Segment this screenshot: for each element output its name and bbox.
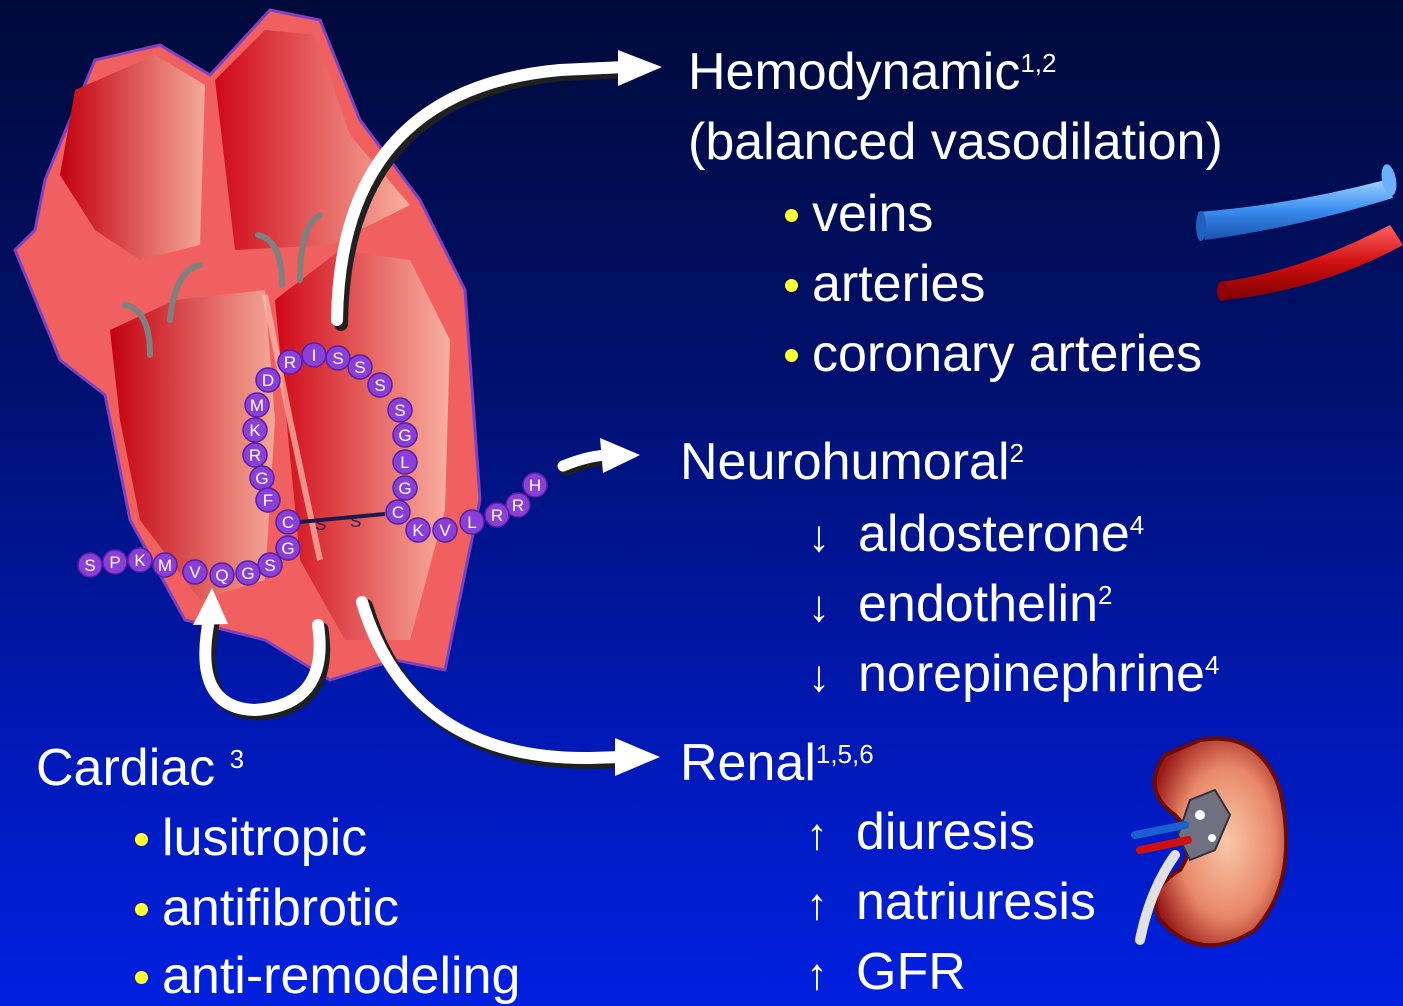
hemodynamic-subtitle: (balanced vasodilation) <box>688 116 1223 168</box>
renal-title: Renal1,5,6 <box>680 737 874 789</box>
residue-label: F <box>263 491 273 510</box>
list-item: anti-remodeling <box>135 950 520 1002</box>
residue-label: H <box>529 476 541 495</box>
kidney-illustration <box>1135 739 1286 946</box>
up-arrow-icon: ↑ <box>806 953 828 997</box>
bullet-icon <box>135 833 148 846</box>
residue-label: L <box>400 453 409 472</box>
residue-label: S <box>264 556 275 575</box>
list-item: ↑GFR <box>806 946 966 998</box>
down-arrow-icon: ↓ <box>808 655 830 699</box>
bullet-icon <box>135 971 148 984</box>
residue-label: C <box>392 503 404 522</box>
residue-label: S <box>354 358 365 377</box>
cardiac-title-text: Cardiac <box>36 739 230 797</box>
residue-label: R <box>512 496 524 515</box>
renal-title-text: Renal <box>680 734 816 792</box>
residue-label: V <box>189 563 201 582</box>
residue-label: S <box>84 556 95 575</box>
cardiac-title: Cardiac 3 <box>36 742 244 794</box>
bullet-icon <box>785 209 798 222</box>
cardiac-ref: 3 <box>230 744 244 774</box>
list-item: ↑diuresis <box>806 806 1035 858</box>
residue-label: M <box>250 396 264 415</box>
residue-label: P <box>109 553 120 572</box>
residue-label: K <box>412 521 424 540</box>
residue-label: V <box>439 521 451 540</box>
residue-label: L <box>467 513 476 532</box>
residue-label: G <box>398 479 411 498</box>
renal-ref: 1,5,6 <box>816 739 874 769</box>
list-item: ↓endothelin2 <box>808 578 1112 630</box>
residue-label: D <box>262 371 274 390</box>
residue-label: R <box>249 446 261 465</box>
down-arrow-icon: ↓ <box>808 515 830 559</box>
hemodynamic-ref: 1,2 <box>1020 48 1056 78</box>
disulfide-sulfur-left: S <box>315 515 326 534</box>
neurohumoral-arrow <box>563 438 640 473</box>
up-arrow-icon: ↑ <box>806 883 828 927</box>
list-item: ↓aldosterone4 <box>808 508 1144 560</box>
residue-label: M <box>158 556 172 575</box>
list-item: lusitropic <box>135 812 367 864</box>
down-arrow-icon: ↓ <box>808 585 830 629</box>
residue-label: K <box>249 421 261 440</box>
residue-label: G <box>255 469 268 488</box>
neurohumoral-title: Neurohumoral2 <box>680 436 1024 488</box>
list-item: ↑natriuresis <box>806 876 1096 928</box>
disulfide-sulfur-right: S <box>350 512 361 531</box>
list-item: antifibrotic <box>135 882 399 934</box>
list-item: coronary arteries <box>785 328 1202 380</box>
list-item: ↓norepinephrine4 <box>808 648 1219 700</box>
bullet-icon <box>135 903 148 916</box>
residue-label: I <box>312 346 317 365</box>
artery-illustration <box>1217 225 1403 301</box>
residue-label: G <box>281 539 294 558</box>
hemodynamic-title-text: Hemodynamic <box>688 43 1020 101</box>
residue-label: K <box>134 551 146 570</box>
list-item: veins <box>785 188 933 240</box>
hemodynamic-title: Hemodynamic1,2 <box>688 46 1057 98</box>
residue-label: R <box>491 506 503 525</box>
up-arrow-icon: ↑ <box>806 813 828 857</box>
vein-illustration <box>1196 163 1399 241</box>
list-item: arteries <box>785 258 985 310</box>
neurohumoral-title-text: Neurohumoral <box>680 433 1010 491</box>
residue-label: G <box>241 564 254 583</box>
neurohumoral-ref: 2 <box>1010 438 1024 468</box>
bullet-icon <box>785 279 798 292</box>
residue-label: R <box>284 353 296 372</box>
residue-label: S <box>332 349 343 368</box>
residue-label: Q <box>215 566 228 585</box>
residue-label: S <box>374 376 385 395</box>
bullet-icon <box>785 349 798 362</box>
residue-label: C <box>282 513 294 532</box>
residue-label: G <box>398 426 411 445</box>
residue-label: S <box>394 401 405 420</box>
